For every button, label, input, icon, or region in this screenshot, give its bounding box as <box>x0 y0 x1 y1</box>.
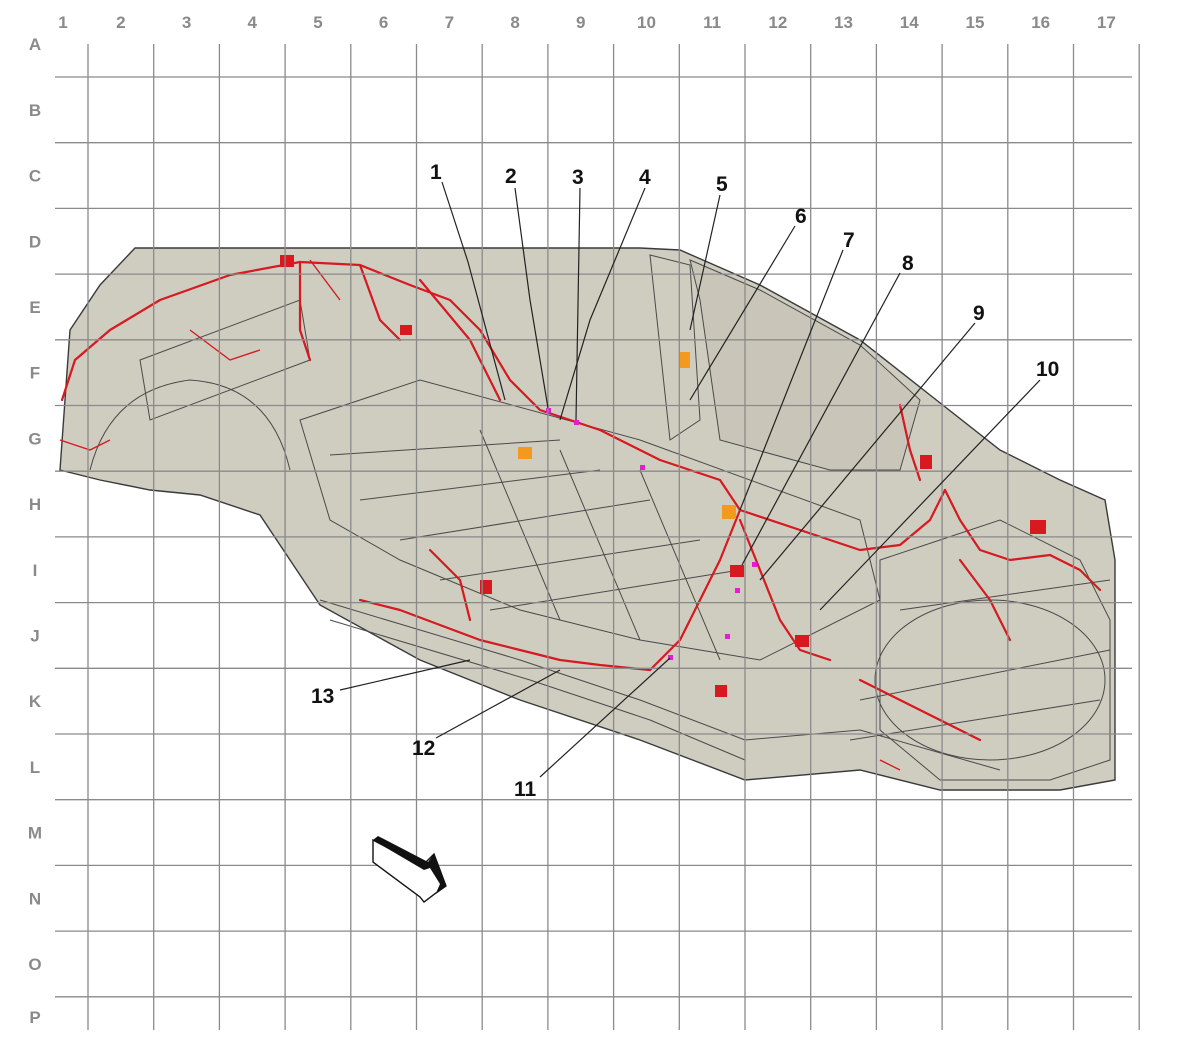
grid-column-label: 5 <box>313 13 322 32</box>
engine-bay <box>879 519 1111 781</box>
grid-column-label: 7 <box>445 13 454 32</box>
grid-column-label: 1 <box>58 13 67 32</box>
rocker-sill <box>319 599 1001 771</box>
callout-6: 6 <box>795 205 807 228</box>
grid-column-label: 4 <box>248 13 258 32</box>
callout-1: 1 <box>430 161 442 184</box>
grid-row-label: I <box>33 561 38 580</box>
callout-labels: 1 2 3 4 5 6 7 8 9 10 11 12 13 <box>311 161 1059 801</box>
grid-column-label: 3 <box>182 13 191 32</box>
grid-row-label: B <box>29 101 41 120</box>
reference-grid <box>55 44 1140 1030</box>
connector-block <box>280 255 294 267</box>
callout-9: 9 <box>973 302 985 325</box>
grid-row-label: G <box>28 429 41 448</box>
connector-block <box>480 580 492 594</box>
grid-row-label: F <box>30 364 40 383</box>
rear-wheel-arch <box>89 379 291 471</box>
callout-13: 13 <box>311 685 334 708</box>
grid-row-label: L <box>30 758 40 777</box>
magenta-marker <box>735 588 740 593</box>
connector-block <box>920 455 932 469</box>
callout-10: 10 <box>1036 358 1059 381</box>
grid-row-label: M <box>28 824 42 843</box>
grid-row-label: H <box>29 495 41 514</box>
callout-7: 7 <box>843 229 855 252</box>
grid-column-label: 6 <box>379 13 388 32</box>
callout-4: 4 <box>639 166 651 189</box>
callout-leader-lines <box>339 181 1041 778</box>
grid-column-label: 12 <box>768 13 787 32</box>
grid-row-label: J <box>30 626 39 645</box>
grid-column-label: 16 <box>1031 13 1050 32</box>
magenta-marker <box>725 634 730 639</box>
grid-row-label: A <box>29 35 41 54</box>
forward-direction-arrow-icon <box>372 836 447 903</box>
magenta-marker <box>640 465 645 470</box>
grid-row-label: N <box>29 889 41 908</box>
grid-row-label: E <box>29 298 40 317</box>
connector-block <box>715 685 727 697</box>
magenta-marker <box>574 420 579 425</box>
grid-column-label: 11 <box>703 13 721 32</box>
grid-column-label: 9 <box>576 13 585 32</box>
magenta-marker <box>668 655 673 660</box>
grid-column-label: 15 <box>965 13 984 32</box>
grid-row-label: C <box>29 167 41 186</box>
grid-row-label: P <box>29 1008 40 1027</box>
connector-block <box>1030 520 1046 534</box>
grid-column-label: 14 <box>900 13 919 32</box>
grid-column-label: 10 <box>637 13 656 32</box>
connector-block <box>795 635 809 647</box>
grid-column-label: 2 <box>116 13 125 32</box>
grid-row-label: K <box>29 692 42 711</box>
callout-5: 5 <box>716 173 728 196</box>
connector-block <box>730 565 744 577</box>
callout-2: 2 <box>505 165 517 188</box>
b-pillar <box>649 254 701 441</box>
callout-11: 11 <box>514 778 537 801</box>
wiring-harness <box>59 255 1102 771</box>
windshield-opening <box>689 259 921 471</box>
magenta-marker <box>752 562 757 567</box>
callout-12: 12 <box>412 737 435 760</box>
orange-connector <box>680 352 690 368</box>
vehicle-underbody-illustration <box>59 247 1116 791</box>
orange-connector <box>518 447 532 459</box>
orange-connector <box>722 505 736 519</box>
callout-8: 8 <box>902 252 914 275</box>
grid-column-label: 8 <box>510 13 519 32</box>
grid-row-label: D <box>29 232 41 251</box>
grid-column-label: 17 <box>1097 13 1116 32</box>
connector-block <box>400 325 412 335</box>
grid-column-label: 13 <box>834 13 853 32</box>
callout-3: 3 <box>572 166 584 189</box>
grid-row-labels: A B C D E F G H I J K L M N O P <box>28 35 42 1027</box>
grid-row-label: O <box>28 955 41 974</box>
